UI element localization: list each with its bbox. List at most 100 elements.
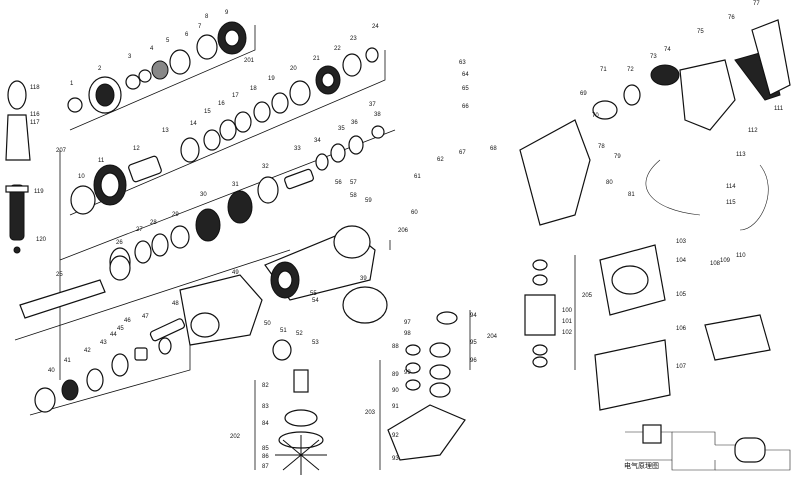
- callout-50: 50: [264, 321, 271, 327]
- callout-17: 17: [232, 93, 239, 99]
- callout-112: 112: [748, 128, 758, 134]
- handle-clamp: [5, 114, 31, 161]
- callout-108: 108: [710, 261, 721, 267]
- callout-75: 75: [697, 29, 704, 35]
- callout-87: 87: [262, 464, 269, 470]
- callout-116: 116: [30, 112, 40, 118]
- part-77-handle-cover: [751, 19, 791, 96]
- handle-strap: [7, 80, 27, 110]
- callout-82: 82: [262, 383, 269, 389]
- callout-49: 49: [232, 270, 239, 276]
- callout-103: 103: [676, 239, 687, 245]
- part-49-cover: [179, 274, 263, 346]
- callout-59: 59: [365, 198, 372, 204]
- callout-92: 92: [392, 433, 399, 439]
- callout-27: 27: [136, 227, 143, 233]
- part-114-cable: [645, 159, 701, 216]
- callout-53: 53: [312, 340, 319, 346]
- callout-42: 42: [84, 348, 91, 354]
- callout-16: 16: [218, 101, 225, 107]
- callout-25: 25: [56, 272, 63, 278]
- callout-114: 114: [726, 184, 736, 190]
- callout-79: 79: [614, 154, 621, 160]
- callout-39: 39: [360, 276, 367, 282]
- part-30-spring: [195, 208, 221, 242]
- rear-handle-assembly: [519, 19, 791, 231]
- handle-collar: [5, 185, 29, 193]
- callout-51: 51: [280, 328, 287, 334]
- callout-26: 26: [116, 240, 123, 246]
- side-handle-assembly: [5, 80, 31, 254]
- callout-45: 45: [117, 326, 124, 332]
- callout-206: 206: [398, 228, 409, 234]
- part-74: [650, 64, 680, 86]
- callout-95: 95: [470, 340, 477, 346]
- callout-81: 81: [628, 192, 635, 198]
- callout-38: 38: [374, 112, 381, 118]
- callout-11: 11: [98, 158, 105, 164]
- callout-98: 98: [404, 331, 411, 337]
- callout-43: 43: [100, 340, 107, 346]
- bracket-top-assembly: [69, 25, 256, 131]
- part-seal-ring: [342, 286, 388, 324]
- callout-104: 104: [676, 258, 687, 264]
- callout-34: 34: [314, 138, 321, 144]
- callout-67: 67: [459, 150, 466, 156]
- callout-32: 32: [262, 164, 269, 170]
- motor-assembly: [524, 244, 771, 411]
- callout-21: 21: [313, 56, 320, 62]
- callout-90: 90: [392, 388, 399, 394]
- callout-23: 23: [350, 36, 357, 42]
- part-main-body: [519, 119, 591, 226]
- callout-71: 71: [600, 67, 607, 73]
- callout-65: 65: [462, 86, 469, 92]
- second-row-parts: [70, 47, 379, 215]
- callout-6: 6: [185, 32, 189, 38]
- callout-47: 47: [142, 314, 149, 320]
- callout-46: 46: [124, 318, 131, 324]
- callout-54: 54: [312, 298, 319, 304]
- callout-35: 35: [338, 126, 345, 132]
- callout-48: 48: [172, 301, 179, 307]
- schematic-switch-box: [642, 424, 662, 444]
- callout-106: 106: [676, 326, 687, 332]
- callout-29: 29: [172, 212, 179, 218]
- top-row-parts: [67, 21, 247, 114]
- callout-layer: 1234567891011121314151617181920212223242…: [30, 1, 784, 470]
- callout-202: 202: [230, 434, 241, 440]
- callout-66: 66: [462, 104, 469, 110]
- callout-63: 63: [459, 60, 466, 66]
- callout-40: 40: [48, 368, 55, 374]
- handle-nut: [13, 246, 21, 254]
- callout-9: 9: [225, 10, 229, 16]
- spindle-row-parts: [19, 255, 186, 413]
- part-106-motor-housing: [594, 339, 671, 411]
- callout-60: 60: [411, 210, 418, 216]
- callout-205: 205: [582, 293, 593, 299]
- callout-88: 88: [392, 344, 399, 350]
- bracket-second-assembly: [69, 50, 386, 216]
- callout-73: 73: [650, 54, 657, 60]
- part-115-cord: [739, 164, 769, 231]
- callout-78: 78: [598, 144, 605, 150]
- callout-94: 94: [470, 313, 477, 319]
- callout-119: 119: [34, 189, 44, 195]
- part-31-spring: [227, 190, 253, 224]
- callout-31: 31: [232, 182, 239, 188]
- part-75-handle-half: [679, 59, 736, 131]
- callout-3: 3: [128, 54, 132, 60]
- callout-76: 76: [728, 15, 735, 21]
- callout-96: 96: [470, 358, 477, 364]
- callout-55: 55: [310, 291, 317, 297]
- callout-13: 13: [162, 128, 169, 134]
- callout-84: 84: [262, 421, 269, 427]
- callout-20: 20: [290, 66, 297, 72]
- callout-89: 89: [392, 372, 399, 378]
- callout-15: 15: [204, 109, 211, 115]
- callout-204: 204: [487, 334, 498, 340]
- callout-102: 102: [562, 330, 573, 336]
- callout-8: 8: [205, 14, 209, 20]
- callout-24: 24: [372, 24, 379, 30]
- callout-113: 113: [736, 152, 746, 158]
- callout-62: 62: [437, 157, 444, 163]
